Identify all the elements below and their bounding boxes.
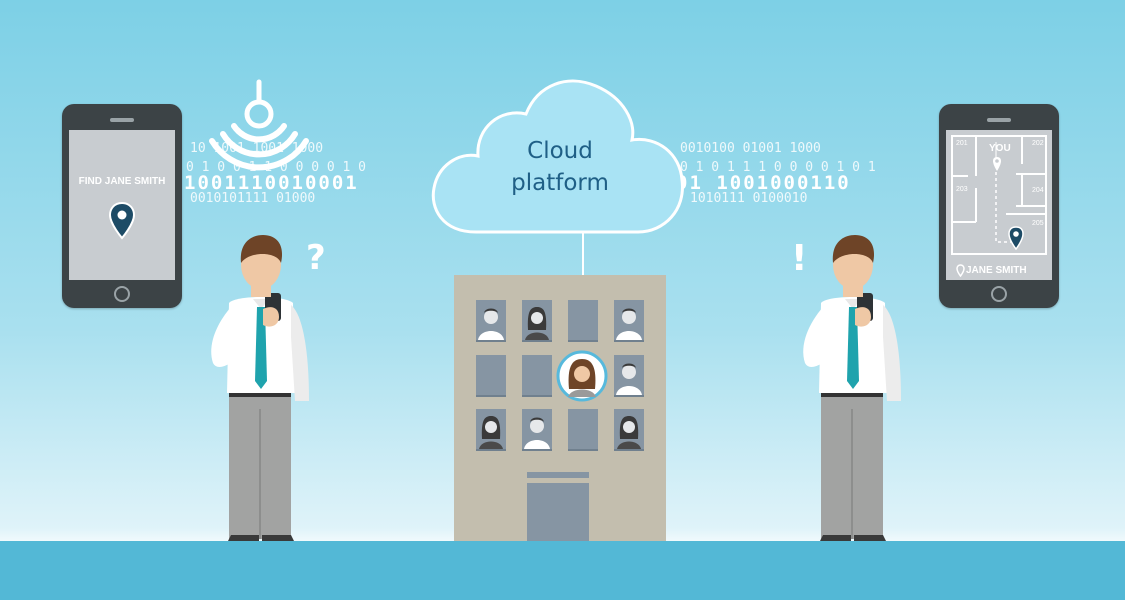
search-text: FIND JANE SMITH <box>78 176 166 187</box>
woman-avatar-icon <box>525 307 549 340</box>
exclamation-mark: ! <box>791 238 808 279</box>
building-door <box>527 483 589 541</box>
room-label: 201 <box>956 140 968 147</box>
question-mark: ? <box>306 238 326 278</box>
ground-strip <box>0 541 1125 600</box>
window-woman <box>614 409 644 451</box>
window-empty <box>522 355 552 397</box>
phone-speaker <box>110 118 134 122</box>
binary-stream-right-2: 0 1 0 1 1 1 0 0 0 0 1 0 1 <box>680 160 876 175</box>
woman-avatar-icon <box>617 416 641 449</box>
window-empty <box>568 300 598 342</box>
you-marker-icon <box>993 157 1001 171</box>
man-avatar-icon <box>616 363 642 395</box>
cloud-shape <box>431 79 684 234</box>
left-phone: FIND JANE SMITH <box>62 104 182 308</box>
location-pin-icon <box>109 202 135 240</box>
binary-stream-right-4: 1010111 0100010 <box>690 191 808 206</box>
phone-home-button <box>991 286 1007 302</box>
window-man <box>476 300 506 342</box>
you-label: YOU <box>989 143 1011 154</box>
room-label: 202 <box>1032 140 1044 147</box>
location-pin-icon <box>1008 226 1024 250</box>
room-label: 204 <box>1032 187 1044 194</box>
binary-stream-left-4: 0010101111 01000 <box>190 191 316 206</box>
window-woman <box>476 409 506 451</box>
phone-screen: 201 202 203 204 205 YOU JANE SMITH <box>946 130 1052 280</box>
cloud-label-line2: platform <box>511 170 609 196</box>
cloud-label-line1: Cloud <box>527 138 593 164</box>
small-pin-icon <box>956 264 965 277</box>
phone-home-button <box>114 286 130 302</box>
office-building <box>454 275 666 541</box>
window-empty <box>568 409 598 451</box>
door-canopy <box>527 472 589 478</box>
floor-map <box>951 135 1047 255</box>
window-man <box>614 355 644 397</box>
man-avatar-icon <box>478 308 504 340</box>
window-man <box>614 300 644 342</box>
highlighted-person-avatar <box>556 350 608 402</box>
phone-speaker <box>987 118 1011 122</box>
binary-stream-right-1: 0010100 01001 1000 <box>680 141 821 156</box>
binary-stream-left-3: 1001110010001 <box>184 172 359 194</box>
man-avatar-icon <box>616 308 642 340</box>
wifi-beacon-icon <box>209 79 309 171</box>
right-phone: 201 202 203 204 205 YOU JANE SMITH <box>939 104 1059 308</box>
binary-stream-right-3: 01 1001000110 <box>676 172 851 194</box>
phone-screen: FIND JANE SMITH <box>69 130 175 280</box>
woman-avatar-icon <box>479 416 503 449</box>
room-label: 203 <box>956 186 968 193</box>
person-label: JANE SMITH <box>966 265 1027 276</box>
left-person <box>211 235 309 543</box>
window-woman <box>522 300 552 342</box>
man-avatar-icon <box>524 417 550 449</box>
right-person <box>803 235 901 543</box>
window-man <box>522 409 552 451</box>
window-empty <box>476 355 506 397</box>
room-label: 205 <box>1032 220 1044 227</box>
